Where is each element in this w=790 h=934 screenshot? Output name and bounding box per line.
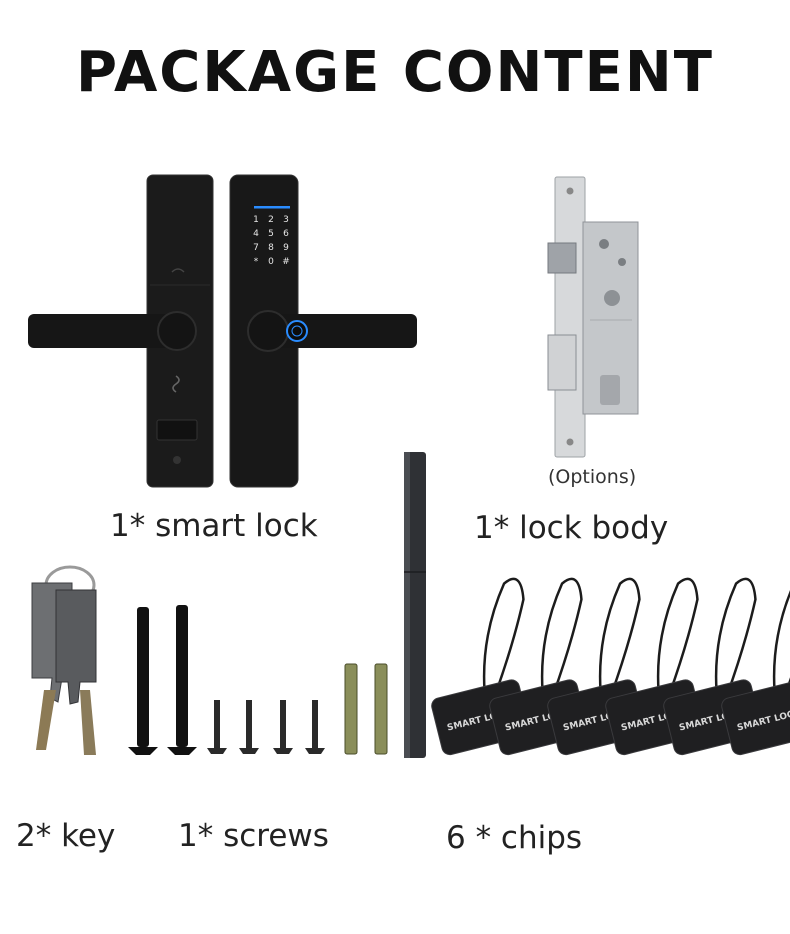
smart-lock-front-handle bbox=[247, 310, 417, 352]
lock-body bbox=[547, 176, 639, 458]
keypad-key: 2 bbox=[268, 215, 274, 225]
keypad-key: 5 bbox=[268, 229, 274, 239]
page-title: PACKAGE CONTENT bbox=[76, 40, 714, 105]
keys bbox=[31, 565, 97, 755]
lock-body-label: 1* lock body bbox=[474, 510, 669, 546]
keypad-key: 9 bbox=[283, 243, 289, 253]
keypad-key: 8 bbox=[268, 243, 274, 253]
keypad-key: 0 bbox=[268, 257, 274, 267]
spindle-rod bbox=[404, 452, 426, 758]
keypad-key: 1 bbox=[253, 215, 259, 225]
keypad-key: 7 bbox=[253, 243, 259, 253]
screws-label: 1* screws bbox=[178, 818, 329, 854]
keypad-key: * bbox=[254, 257, 259, 267]
keypad-key: 3 bbox=[283, 215, 289, 225]
rfid-chip: SMART LOCK bbox=[721, 577, 790, 756]
chips-label: 6 * chips bbox=[446, 820, 583, 856]
screws bbox=[128, 605, 388, 755]
smart-lock-back-handle bbox=[28, 311, 197, 351]
keypad-key: 6 bbox=[283, 229, 289, 239]
options-label: (Options) bbox=[548, 466, 637, 488]
key-label: 2* key bbox=[16, 818, 116, 854]
keypad-key: 4 bbox=[253, 229, 259, 239]
smart-lock-label: 1* smart lock bbox=[110, 508, 318, 544]
keypad-key: # bbox=[282, 257, 290, 267]
